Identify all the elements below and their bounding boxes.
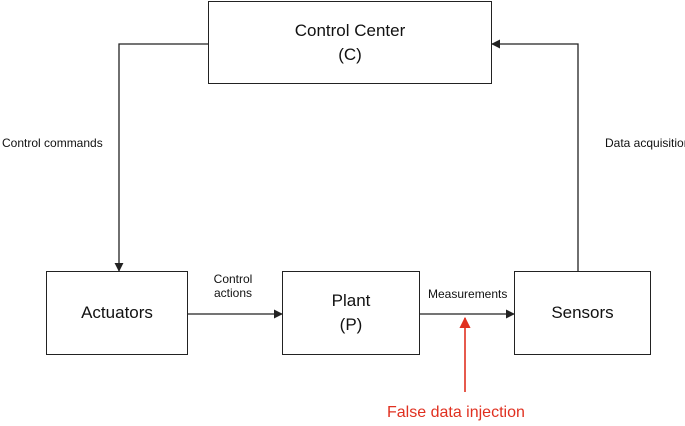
actuators-title: Actuators: [81, 303, 153, 322]
control-commands-label: Control commands: [2, 136, 103, 150]
control-center-box: Control Center (C): [208, 1, 492, 84]
measurements-label: Measurements: [428, 287, 508, 301]
plant-title: Plant: [331, 291, 371, 310]
false-data-injection-label: False data injection: [387, 404, 525, 421]
sensors-box: Sensors: [514, 271, 651, 355]
control-center-subtitle: (C): [338, 44, 362, 64]
data-acquisition-label: Data acquisition: [605, 136, 685, 150]
control-commands-arrow: [114, 43, 208, 272]
control-actions-label: Control actions: [208, 272, 258, 300]
sensors-title: Sensors: [551, 303, 614, 322]
plant-box: Plant (P): [282, 271, 420, 355]
control-actions-line2: actions: [213, 286, 253, 300]
control-center-title: Control Center: [294, 20, 406, 40]
actuators-box: Actuators: [46, 271, 188, 355]
plant-subtitle: (P): [339, 315, 363, 334]
data-acquisition-arrow: [491, 39, 579, 271]
control-actions-line1: Control: [213, 272, 253, 286]
